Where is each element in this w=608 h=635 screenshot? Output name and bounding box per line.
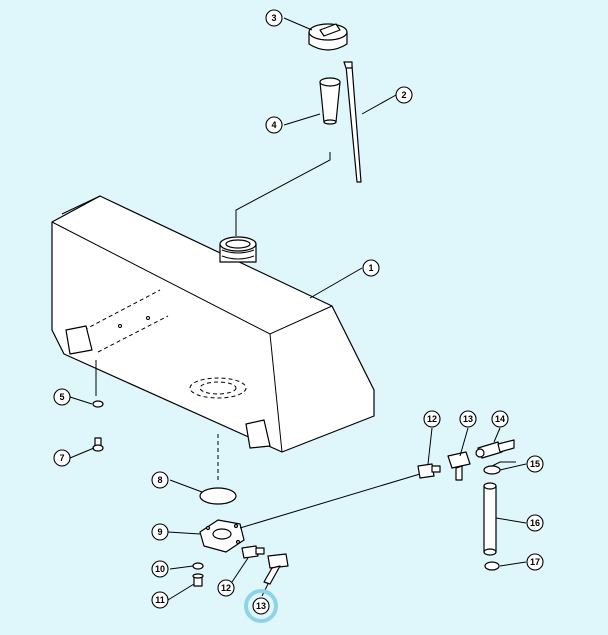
callout-7[interactable]: 7 bbox=[53, 449, 71, 467]
outlet-plate[interactable] bbox=[199, 519, 245, 553]
tank-bolt[interactable] bbox=[92, 437, 104, 452]
fuel-tank[interactable] bbox=[51, 195, 375, 453]
callout-5[interactable]: 5 bbox=[53, 388, 71, 406]
callout-13-upper[interactable]: 13 bbox=[459, 410, 477, 428]
hose-clip-upper[interactable] bbox=[483, 461, 516, 475]
hose-connector[interactable] bbox=[475, 439, 515, 459]
svg-text:14: 14 bbox=[495, 414, 505, 424]
callout-4[interactable]: 4 bbox=[265, 116, 283, 134]
callout-2[interactable]: 2 bbox=[395, 86, 413, 104]
callout-9[interactable]: 9 bbox=[151, 523, 169, 541]
hose-clip-lower[interactable] bbox=[484, 561, 500, 571]
callout-15[interactable]: 15 bbox=[526, 455, 544, 473]
callout-8[interactable]: 8 bbox=[151, 471, 169, 489]
svg-text:5: 5 bbox=[59, 392, 64, 402]
callout-1[interactable]: 1 bbox=[362, 259, 380, 277]
svg-text:9: 9 bbox=[157, 527, 162, 537]
fitting-lower[interactable] bbox=[241, 545, 265, 559]
svg-text:2: 2 bbox=[401, 90, 406, 100]
callout-14[interactable]: 14 bbox=[491, 410, 509, 428]
svg-text:7: 7 bbox=[59, 453, 64, 463]
callout-13-lower[interactable]: 13 bbox=[252, 597, 270, 615]
svg-text:17: 17 bbox=[530, 557, 540, 567]
svg-text:16: 16 bbox=[530, 518, 540, 528]
callout-13-highlight bbox=[244, 589, 278, 623]
svg-text:12: 12 bbox=[221, 583, 231, 593]
svg-text:15: 15 bbox=[530, 459, 540, 469]
callout-12-upper[interactable]: 12 bbox=[423, 410, 441, 428]
filler-strainer[interactable] bbox=[319, 77, 341, 125]
svg-text:8: 8 bbox=[157, 475, 162, 485]
callout-10[interactable]: 10 bbox=[151, 560, 169, 578]
fuel-cock-upper[interactable] bbox=[447, 451, 471, 481]
svg-text:1: 1 bbox=[368, 263, 373, 273]
tank-filler-neck bbox=[219, 236, 257, 263]
callout-12-lower[interactable]: 12 bbox=[217, 579, 235, 597]
callout-16[interactable]: 16 bbox=[526, 514, 544, 532]
filler-cap[interactable] bbox=[308, 23, 348, 51]
fuel-line-leader bbox=[239, 473, 421, 529]
callout-leaders bbox=[69, 17, 527, 601]
washer[interactable] bbox=[92, 400, 104, 408]
fuel-hose[interactable] bbox=[483, 482, 497, 556]
plate-screw[interactable] bbox=[192, 573, 204, 587]
fitting-upper[interactable] bbox=[417, 463, 441, 479]
gauge-stick[interactable] bbox=[343, 61, 362, 183]
callout-11[interactable]: 11 bbox=[151, 591, 169, 609]
plate-washer[interactable] bbox=[192, 562, 204, 570]
callout-3[interactable]: 3 bbox=[265, 9, 283, 27]
callout-17[interactable]: 17 bbox=[526, 553, 544, 571]
fuel-cock-lower[interactable] bbox=[263, 553, 289, 585]
svg-text:10: 10 bbox=[155, 564, 165, 574]
svg-text:13: 13 bbox=[463, 414, 473, 424]
svg-text:3: 3 bbox=[271, 13, 276, 23]
svg-text:12: 12 bbox=[427, 414, 437, 424]
svg-text:4: 4 bbox=[271, 120, 276, 130]
gasket[interactable] bbox=[199, 487, 237, 505]
svg-text:11: 11 bbox=[155, 595, 165, 605]
svg-text:13: 13 bbox=[256, 601, 266, 611]
strainer-leader bbox=[235, 152, 331, 236]
